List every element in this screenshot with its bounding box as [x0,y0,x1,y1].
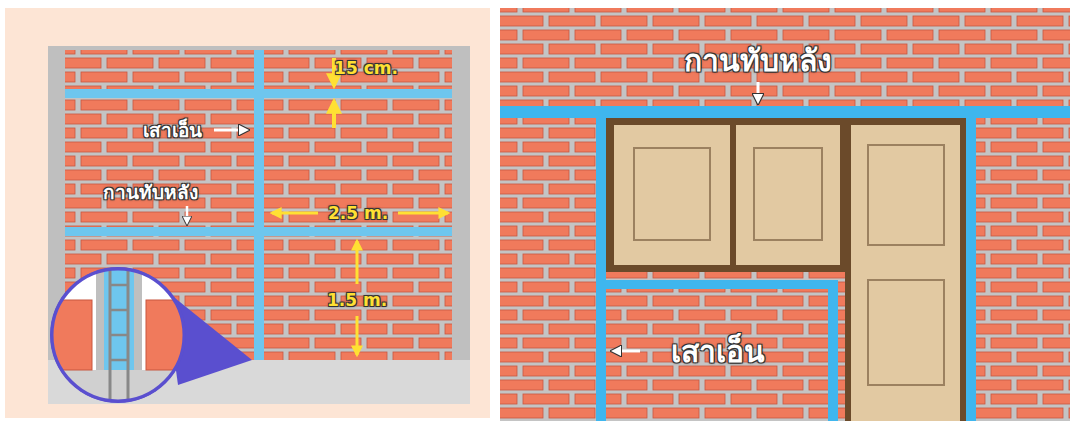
stiffener-column [828,280,838,421]
dimension-label: 2.5 m. [328,204,388,223]
stiffener-column [254,50,264,360]
stiffener-column [596,106,606,421]
dimension-label: 15 cm. [334,59,398,78]
tie-beam [606,280,838,289]
part-label: กานทับหลัง [684,44,832,77]
tie-beam [500,106,1070,118]
right-panel [500,8,1070,421]
dimension-label: 1.5 m. [327,291,387,310]
stiffener-column [966,106,976,421]
left-panel [5,8,490,418]
part-label: กานทับหลัง [103,182,198,203]
part-label: เสาเอ็น [671,335,765,368]
part-label: เสาเอ็น [143,120,202,141]
